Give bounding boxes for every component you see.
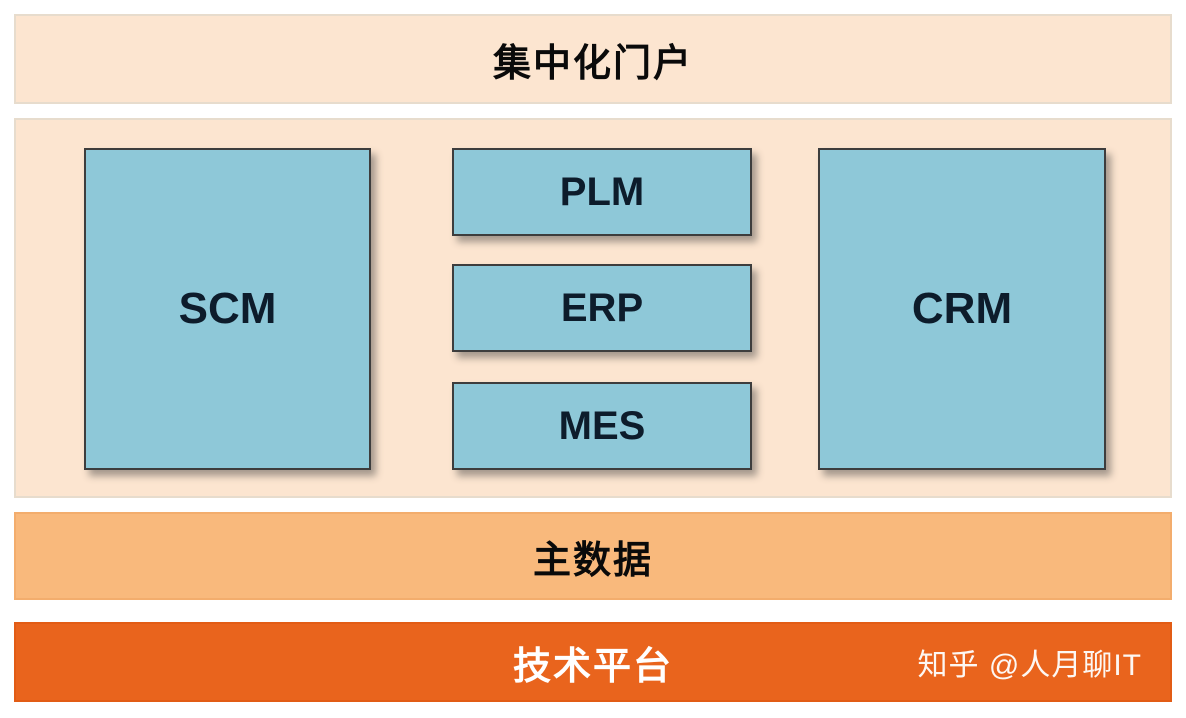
master-data-label: 主数据 (532, 539, 653, 582)
mes-label: MES (558, 403, 646, 448)
master-data-bar: 主数据 (14, 512, 1172, 600)
scm-label: SCM (178, 284, 277, 333)
crm-box: CRM (818, 148, 1106, 470)
portal-label: 集中化门户 (492, 42, 693, 85)
scm-box: SCM (84, 148, 371, 470)
tech-platform-label: 技术平台 (512, 645, 673, 688)
erp-label: ERP (560, 285, 644, 330)
plm-box: PLM (452, 148, 752, 236)
plm-label: PLM (559, 169, 645, 214)
crm-label: CRM (911, 284, 1013, 333)
watermark-text: 知乎 @人月聊IT (917, 649, 1142, 682)
erp-box: ERP (452, 264, 752, 352)
tech-platform-bar: 技术平台 知乎 @人月聊IT (14, 622, 1172, 702)
mes-box: MES (452, 382, 752, 470)
portal-bar: 集中化门户 (14, 14, 1172, 104)
